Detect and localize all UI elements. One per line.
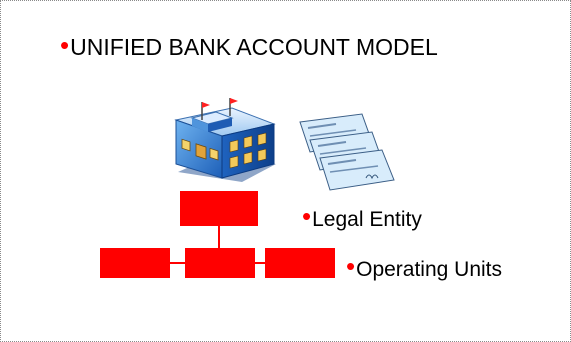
operating-unit-box-1 — [100, 248, 170, 278]
cheques-icon — [299, 113, 395, 191]
operating-units-bullet: • — [346, 251, 356, 281]
operating-unit-box-2 — [185, 248, 255, 278]
title-bullet: • — [60, 30, 70, 60]
legal-entity-bullet: • — [302, 201, 312, 231]
operating-unit-box-3 — [265, 248, 335, 278]
hierarchy-link-2 — [255, 262, 265, 264]
hierarchy-vertical-connector — [218, 226, 220, 248]
operating-units-label: •Operating Units — [346, 251, 503, 281]
legal-entity-label: •Legal Entity — [302, 201, 422, 231]
legal-entity-text: Legal Entity — [312, 208, 422, 231]
slide-title: •UNIFIED BANK ACCOUNT MODEL — [60, 30, 438, 60]
bank-building-icon — [174, 98, 276, 182]
title-text: UNIFIED BANK ACCOUNT MODEL — [70, 34, 438, 60]
legal-entity-box — [180, 191, 258, 226]
hierarchy-link-1 — [170, 262, 185, 264]
operating-units-text: Operating Units — [356, 258, 503, 281]
